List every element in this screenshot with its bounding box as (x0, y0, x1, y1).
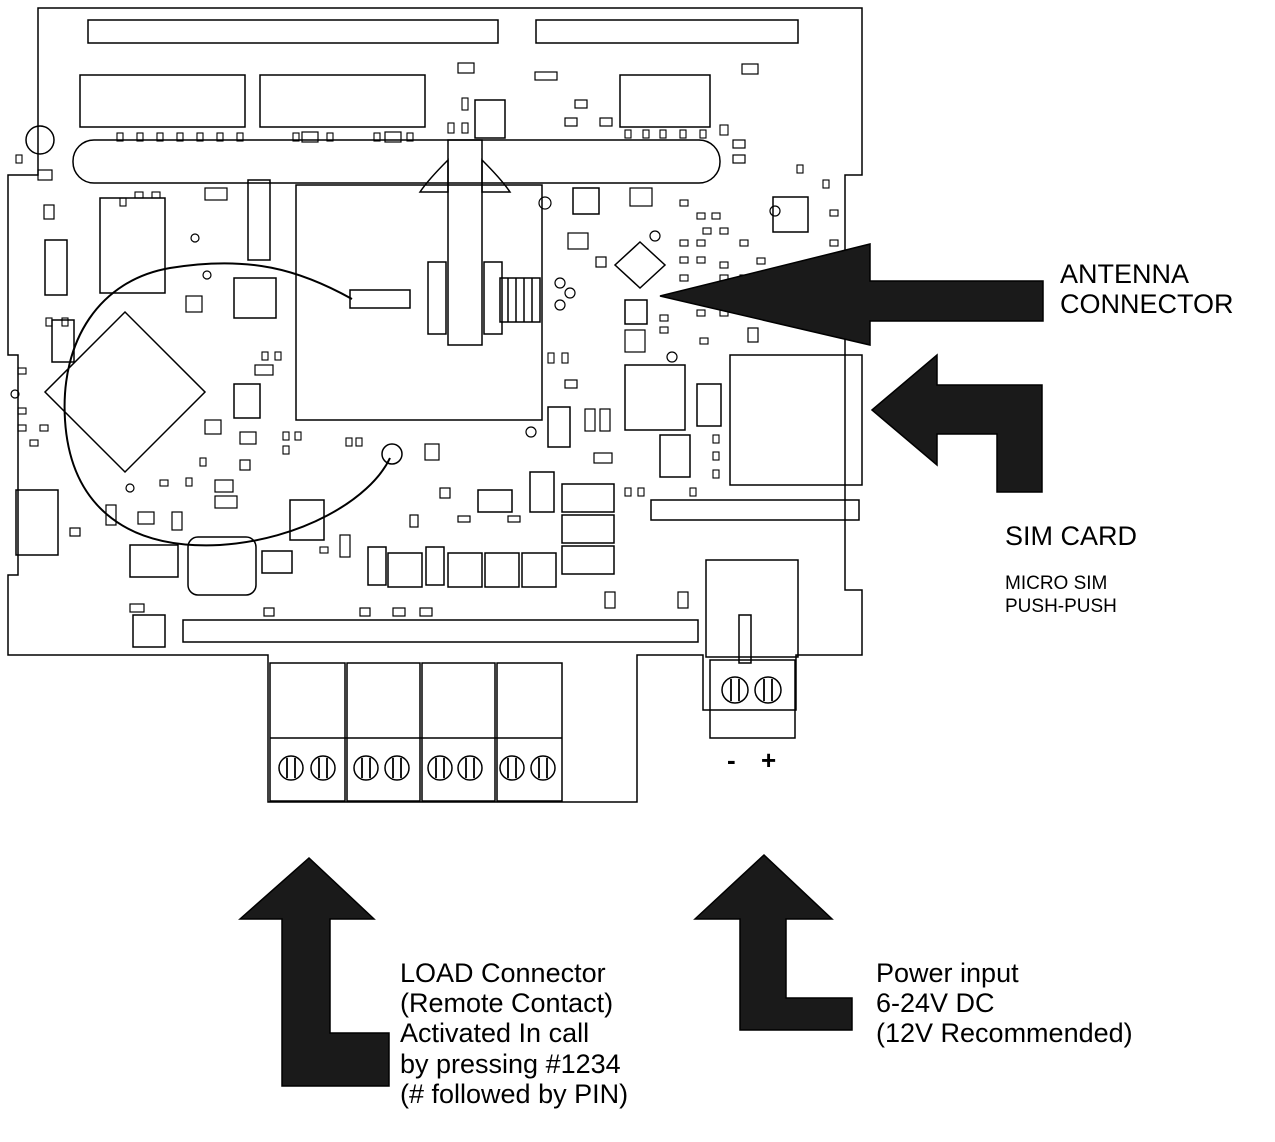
connector-block-3 (619, 74, 711, 128)
load-label-line-2: (Remote Contact) (400, 988, 614, 1019)
antenna-mount (447, 139, 483, 346)
connector-block-1 (79, 74, 246, 128)
pcb-board-outline (7, 7, 863, 803)
top-header-left (87, 19, 499, 44)
load-connector-label: LOAD Connector (Remote Contact) Activate… (400, 958, 628, 1109)
load-label-line-1: LOAD Connector (400, 958, 606, 988)
antenna-thread (499, 277, 541, 323)
load-terminal-blocks (269, 662, 563, 802)
antenna-cable (63, 262, 391, 547)
load-arrow (238, 856, 390, 1087)
load-label-line-5: (# followed by PIN) (400, 1078, 629, 1109)
power-terminal-block (709, 659, 796, 739)
sim-detail-line-1: MICRO SIM (1005, 573, 1108, 594)
antenna-nut (427, 261, 447, 335)
sim-card-title: SIM CARD (1005, 521, 1138, 551)
small-chip (613, 240, 667, 290)
power-label-line-2: 6-24V DC (876, 988, 995, 1019)
antenna-label-line-1: ANTENNA (1060, 259, 1190, 289)
antenna-cable-end (381, 443, 403, 465)
round-component (25, 125, 55, 155)
power-arrow (693, 853, 853, 1031)
bottom-header (182, 619, 699, 643)
antenna-arrow (659, 243, 1044, 346)
power-plus-label: + (761, 745, 777, 775)
gsm-module (295, 184, 543, 421)
pcb-rail (72, 139, 721, 184)
load-label-line-3: Activated In call (400, 1018, 590, 1049)
cpu-chip (43, 310, 207, 474)
power-connector-housing (705, 559, 799, 658)
power-label-line-3: (12V Recommended) (876, 1018, 1133, 1049)
power-label-line-1: Power input (876, 958, 1019, 988)
sim-card-holder (729, 354, 863, 486)
load-label-line-4: by pressing #1234 (400, 1048, 621, 1079)
antenna-connector-label: ANTENNA CONNECTOR (1060, 259, 1234, 319)
power-input-label: Power input 6-24V DC (12V Recommended) (876, 958, 1133, 1049)
sim-arrow (870, 353, 1043, 493)
top-header-right (535, 19, 799, 44)
antenna-pigtail-plug (349, 289, 411, 309)
sim-detail-line-2: PUSH-PUSH (1005, 596, 1117, 618)
power-minus-label: - (727, 745, 736, 775)
connector-block-2 (259, 74, 426, 128)
sim-card-detail: MICRO SIM PUSH-PUSH (1005, 572, 1117, 618)
sim-header (650, 499, 860, 521)
antenna-label-line-2: CONNECTOR (1060, 289, 1234, 320)
